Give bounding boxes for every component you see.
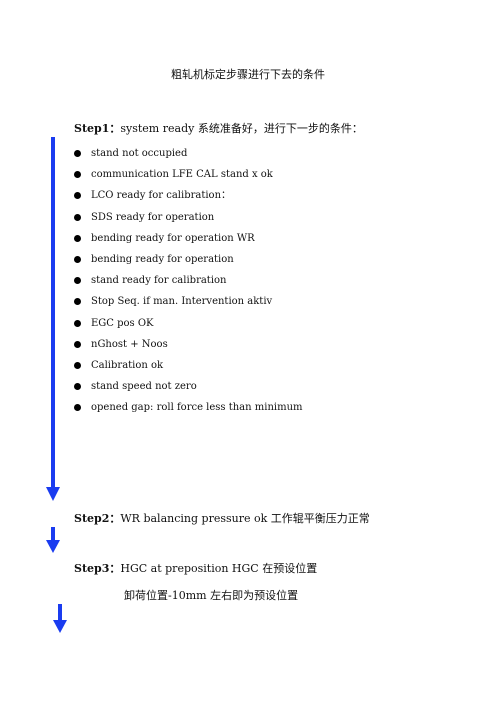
condition-text: Calibration ok <box>91 359 164 371</box>
bullet-dot-icon <box>74 361 81 369</box>
condition-text: Stop Seq. if man. Intervention aktiv <box>91 296 273 308</box>
bullet-dot-icon <box>74 404 81 412</box>
document-title: 粗轧机标定步骤进行下去的条件 <box>171 68 325 81</box>
condition-item: opened gap: roll force less than minimum <box>74 397 303 418</box>
condition-text: opened gap: roll force less than minimum <box>91 402 303 414</box>
step-3-note: 卸荷位置-10mm 左右即为预设位置 <box>124 589 299 602</box>
arrow-down-icon <box>46 137 60 501</box>
arrow-down-icon <box>46 527 60 553</box>
bullet-dot-icon <box>74 255 81 263</box>
step-2-label: Step2 <box>74 512 110 525</box>
condition-text: bending ready for operation WR <box>91 232 255 244</box>
condition-text: EGC pos OK <box>91 317 154 329</box>
step-1-separator: ： <box>109 122 121 135</box>
condition-text: bending ready for operation <box>91 253 234 265</box>
bullet-dot-icon <box>74 213 81 221</box>
step-1-heading: Step1：system ready 系统准备好，进行下一步的条件： <box>74 120 363 136</box>
step-2-separator: ： <box>109 512 121 525</box>
condition-text: stand ready for calibration <box>91 275 227 287</box>
step-2-text: WR balancing pressure ok 工作辊平衡压力正常 <box>120 512 370 525</box>
condition-item: Calibration ok <box>74 355 303 376</box>
condition-text: SDS ready for operation <box>91 211 215 223</box>
step-1-condition-list: stand not occupied communication LFE CAL… <box>74 143 303 418</box>
condition-item: stand not occupied <box>74 143 303 164</box>
bullet-dot-icon <box>74 277 81 285</box>
bullet-dot-icon <box>74 171 81 179</box>
arrow-down-icon <box>53 604 67 633</box>
step-3-heading: Step3：HGC at preposition HGC 在预设位置 <box>74 560 317 576</box>
bullet-dot-icon <box>74 340 81 348</box>
condition-item: stand ready for calibration <box>74 270 303 291</box>
step-3-separator: ： <box>109 562 121 575</box>
condition-text: nGhost + Noos <box>91 338 168 350</box>
step-1-label: Step1 <box>74 122 110 135</box>
condition-text: stand speed not zero <box>91 381 197 393</box>
condition-item: Stop Seq. if man. Intervention aktiv <box>74 291 303 312</box>
step-3-label: Step3 <box>74 562 110 575</box>
step-2-heading: Step2：WR balancing pressure ok 工作辊平衡压力正常 <box>74 510 370 526</box>
step-1-text: system ready 系统准备好，进行下一步的条件： <box>120 122 363 135</box>
bullet-dot-icon <box>74 319 81 327</box>
condition-text: communication LFE CAL stand x ok <box>91 169 273 181</box>
condition-item: bending ready for operation WR <box>74 228 303 249</box>
bullet-dot-icon <box>74 298 81 306</box>
condition-text: stand not occupied <box>91 148 188 159</box>
condition-item: EGC pos OK <box>74 313 303 334</box>
bullet-dot-icon <box>74 383 81 391</box>
bullet-dot-icon <box>74 192 81 200</box>
condition-item: stand speed not zero <box>74 376 303 397</box>
condition-text: LCO ready for calibration： <box>91 190 232 202</box>
bullet-dot-icon <box>74 234 81 242</box>
step-3-text: HGC at preposition HGC 在预设位置 <box>120 562 318 575</box>
condition-item: nGhost + Noos <box>74 334 303 355</box>
condition-item: SDS ready for operation <box>74 207 303 228</box>
bullet-dot-icon <box>74 150 81 157</box>
condition-item: LCO ready for calibration： <box>74 185 303 206</box>
condition-item: communication LFE CAL stand x ok <box>74 164 303 185</box>
condition-item: bending ready for operation <box>74 249 303 270</box>
